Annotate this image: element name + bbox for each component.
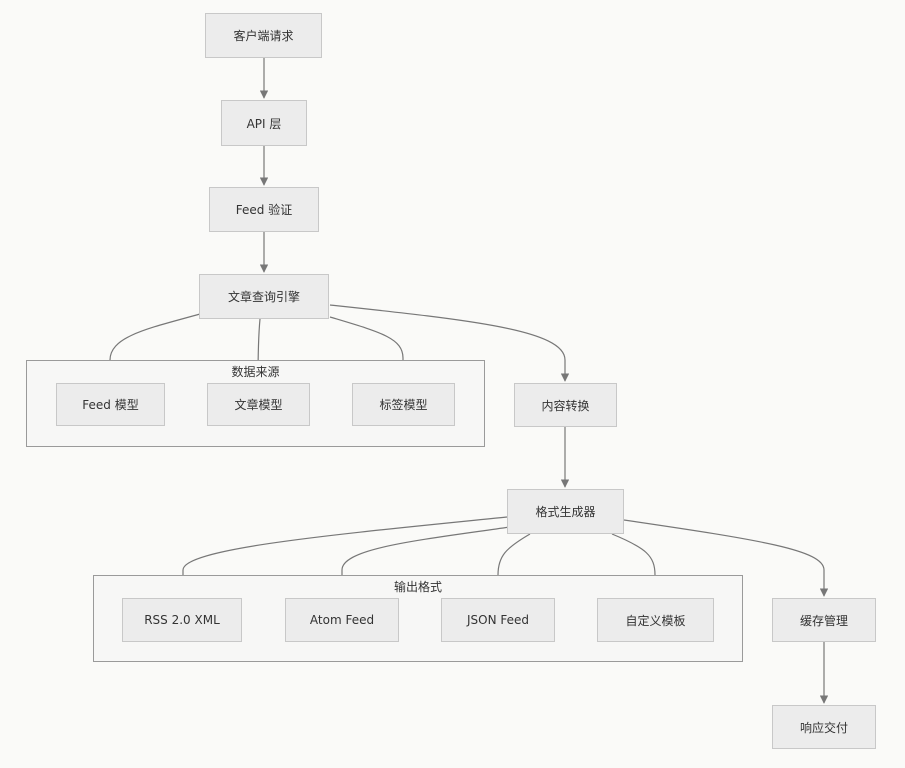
feed-validation-node: Feed 验证: [209, 187, 319, 232]
json-feed-node: JSON Feed: [441, 598, 555, 642]
article-model-node: 文章模型: [207, 383, 310, 426]
rss-xml-node: RSS 2.0 XML: [122, 598, 242, 642]
edge-generator-to-json: [493, 533, 531, 597]
tag-model-node: 标签模型: [352, 383, 455, 426]
atom-feed-node: Atom Feed: [285, 598, 399, 642]
edge-engine-to-tag-model: [329, 316, 408, 382]
feed-model-node: Feed 模型: [56, 383, 165, 426]
edge-generator-to-template: [611, 533, 660, 597]
edge-generator-to-rss: [178, 516, 508, 597]
edge-generator-to-atom: [337, 526, 511, 597]
edge-engine-to-transform: [329, 304, 570, 382]
article-query-engine-node: 文章查询引擎: [199, 274, 329, 319]
content-transform-node: 内容转换: [514, 383, 617, 427]
api-layer-node: API 层: [221, 100, 307, 146]
cache-management-node: 缓存管理: [772, 598, 876, 642]
client-request-node: 客户端请求: [205, 13, 322, 58]
edge-engine-to-feed-model: [105, 313, 201, 382]
data-sources-label: 数据来源: [231, 365, 280, 379]
edge-generator-to-cache: [623, 519, 829, 597]
format-generator-node: 格式生成器: [507, 489, 624, 534]
output-formats-label: 输出格式: [393, 580, 442, 594]
custom-template-node: 自定义模板: [597, 598, 714, 642]
response-delivery-node: 响应交付: [772, 705, 876, 749]
